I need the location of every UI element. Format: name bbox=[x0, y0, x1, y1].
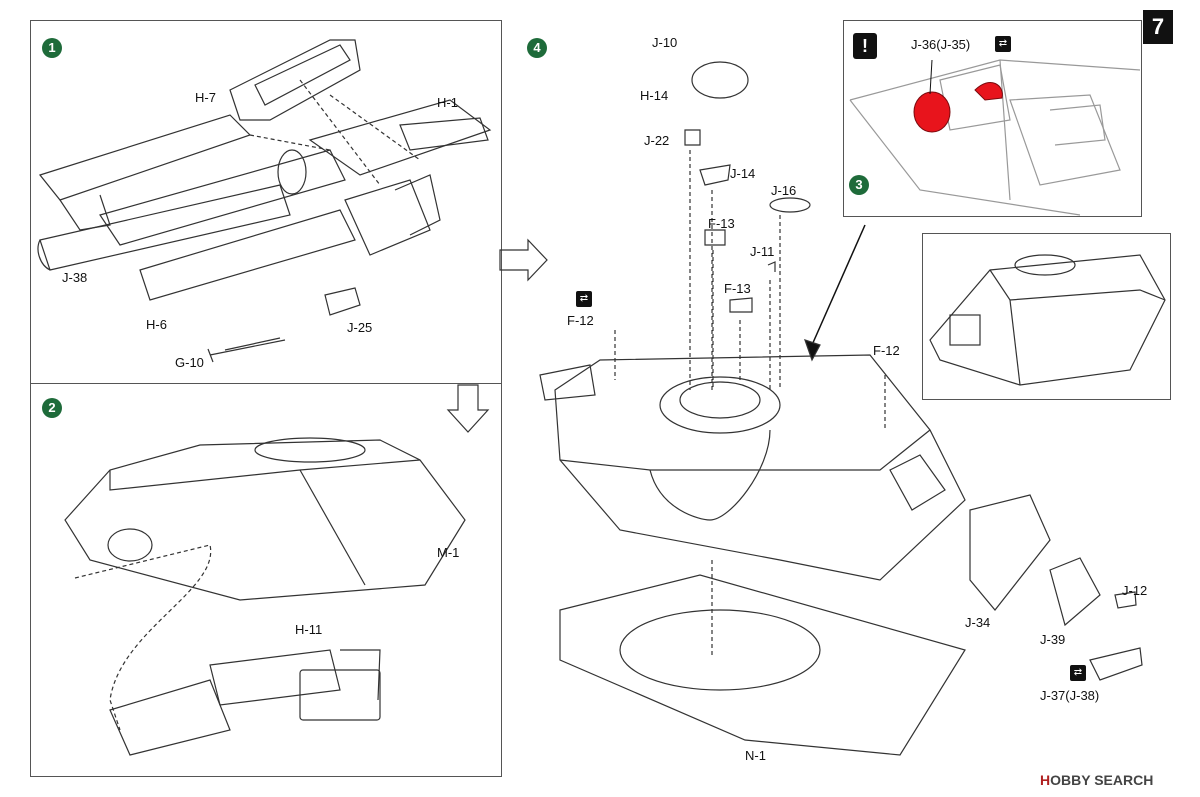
highlight-part-j35 bbox=[974, 82, 1003, 101]
label-j25: J-25 bbox=[347, 320, 373, 335]
turret-step-2-drawing bbox=[64, 437, 466, 756]
gun-mantlet-parts-drawing bbox=[37, 39, 492, 363]
label-h14: H-14 bbox=[640, 88, 669, 103]
label-j36: J-36(J-35) bbox=[911, 37, 971, 52]
step-2-icon: 2 bbox=[42, 398, 62, 418]
turret-step-4-drawing bbox=[539, 61, 1143, 756]
watermark: HOBBY SEARCH bbox=[1040, 772, 1153, 788]
label-j22: J-22 bbox=[644, 133, 670, 148]
label-j39: J-39 bbox=[1040, 632, 1066, 647]
watermark-brand-a: H bbox=[1040, 772, 1051, 788]
panel-divider bbox=[30, 383, 501, 384]
arrow-down-icon bbox=[446, 384, 490, 433]
completed-turret-preview-drawing bbox=[929, 254, 1166, 386]
page-number: 7 bbox=[1143, 10, 1173, 44]
label-j37: J-37(J-38) bbox=[1040, 688, 1100, 703]
alternate-part-icon: ⇄ bbox=[1070, 665, 1086, 681]
label-j12: J-12 bbox=[1122, 583, 1148, 598]
label-h7: H-7 bbox=[195, 90, 216, 105]
step-1-icon: 1 bbox=[42, 38, 62, 58]
label-n1: N-1 bbox=[745, 748, 766, 763]
label-g10: G-10 bbox=[175, 355, 204, 370]
alert-icon: ! bbox=[853, 33, 877, 59]
watermark-brand-b: OBBY SEARCH bbox=[1050, 772, 1154, 788]
label-f12b: F-12 bbox=[873, 343, 900, 358]
interior-detail-drawing bbox=[849, 59, 1141, 216]
step-4-icon: 4 bbox=[527, 38, 547, 58]
step-3-icon: 3 bbox=[849, 175, 869, 195]
label-j38: J-38 bbox=[62, 270, 88, 285]
label-j11: J-11 bbox=[750, 244, 775, 259]
alternate-part-icon: ⇄ bbox=[995, 36, 1011, 52]
alternate-part-icon: ⇄ bbox=[576, 291, 592, 307]
panel-step-3-inset bbox=[843, 20, 1142, 217]
panel-steps-1-2 bbox=[30, 20, 502, 777]
label-j34: J-34 bbox=[965, 615, 991, 630]
label-j10: J-10 bbox=[652, 35, 678, 50]
label-f13a: F-13 bbox=[708, 216, 735, 231]
label-f13b: F-13 bbox=[724, 281, 751, 296]
label-j14: J-14 bbox=[730, 166, 756, 181]
panel-preview-inset bbox=[922, 233, 1171, 400]
arrow-right-icon bbox=[499, 238, 548, 282]
label-h6: H-6 bbox=[146, 317, 167, 332]
label-m1: M-1 bbox=[437, 545, 460, 560]
highlight-part-j36 bbox=[913, 91, 951, 133]
label-h1: H-1 bbox=[437, 95, 458, 110]
label-f12a: F-12 bbox=[567, 313, 594, 328]
label-j16: J-16 bbox=[771, 183, 797, 198]
label-h11: H-11 bbox=[295, 622, 323, 637]
